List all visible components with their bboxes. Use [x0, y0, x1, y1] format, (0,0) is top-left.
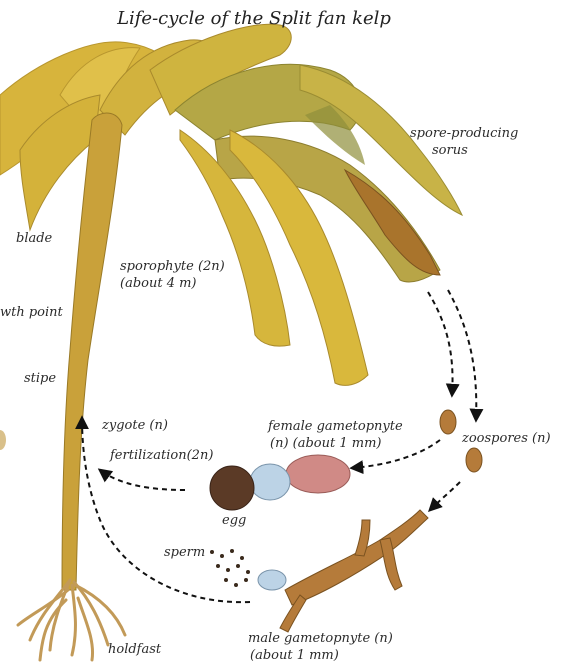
- label-fertilization: fertilization(2n): [110, 448, 213, 463]
- label-stipe: stipe: [24, 371, 56, 386]
- kelp-stipe: [62, 113, 122, 590]
- label-spore-sorus-line1: spore-producing: [410, 126, 518, 141]
- label-sporophyte-line2: (about 4 m): [120, 276, 197, 291]
- arrow-to-zygote: [82, 418, 250, 602]
- sperm-dots: [210, 549, 250, 587]
- label-spore-sorus-line2: sorus: [432, 143, 468, 158]
- partial-specimen: [0, 430, 6, 450]
- label-male-gametophyte-line1: male gametopnyte (n): [248, 631, 393, 646]
- label-zoospores: zoospores (n): [462, 431, 551, 446]
- label-sperm: sperm: [164, 545, 205, 560]
- label-male-gametophyte-line2: (about 1 mm): [250, 648, 339, 663]
- kelp-blades: [0, 24, 462, 385]
- label-zygote: zygote (n): [102, 418, 168, 433]
- label-female-gametophyte-line1: female gametopnyte: [268, 419, 403, 434]
- arrow-sorus-to-zoospore-1: [428, 292, 453, 395]
- arrow-fertilization: [100, 470, 185, 490]
- label-female-gametophyte-line2: (n) (about 1 mm): [270, 436, 381, 451]
- female-gametophyte: [210, 455, 350, 510]
- arrow-zoospore-to-male: [430, 482, 460, 510]
- male-gametophyte: [258, 510, 428, 632]
- label-blade: blade: [16, 231, 52, 246]
- arrow-sorus-to-zoospore-2: [448, 290, 476, 420]
- diagram-title: Life-cycle of the Split fan kelp: [0, 8, 508, 29]
- label-sporophyte-line1: sporophyte (2n): [120, 259, 225, 274]
- label-growth-point: wth point: [0, 305, 63, 320]
- label-egg: egg: [222, 513, 246, 528]
- label-holdfast: holdfast: [108, 642, 161, 657]
